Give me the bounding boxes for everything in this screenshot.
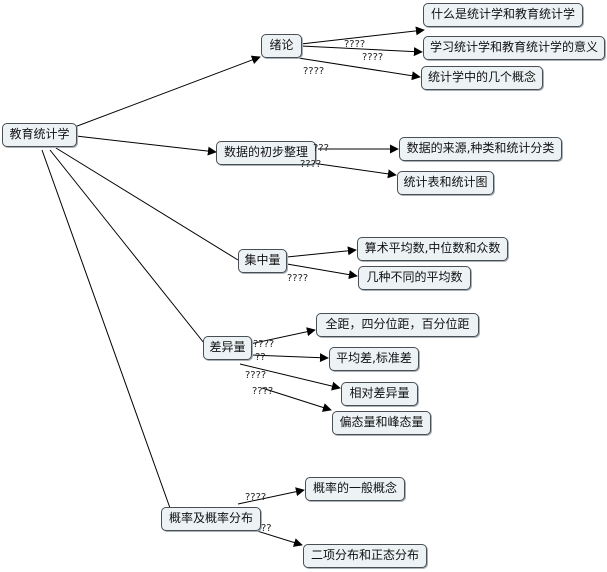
link-intro-3 [291, 56, 421, 81]
leaf-node-data-2[interactable]: 统计表和统计图 [397, 171, 494, 195]
leaf-node-intro-1[interactable]: 什么是统计学和教育统计学 [423, 3, 583, 27]
link-var-2 [251, 353, 329, 363]
link-var-3 [239, 363, 341, 391]
link-label: ??? [313, 143, 329, 154]
link-label: ???? [344, 39, 366, 50]
link-label: ?? [261, 523, 272, 534]
link-root-data [75, 135, 217, 156]
leaf-node-variation-2[interactable]: 平均差,标准差 [329, 347, 419, 371]
link-intro-2 [300, 45, 423, 57]
leaf-node-intro-3[interactable]: 统计学中的几个概念 [421, 66, 543, 90]
branch-node-central[interactable]: 集中量 [238, 249, 287, 273]
link-label: ???? [252, 386, 274, 397]
leaf-node-central-1[interactable]: 算术平均数,中位数和众数 [357, 237, 508, 261]
leaf-node-data-1[interactable]: 数据的来源,种类和统计分类 [399, 137, 562, 161]
link-label: ???? [300, 159, 322, 170]
link-label: ???? [287, 273, 309, 284]
leaf-node-variation-3[interactable]: 相对差异量 [341, 382, 418, 406]
leaf-node-variation-1[interactable]: 全距，四分位距，百分位距 [316, 313, 479, 337]
branch-node-intro[interactable]: 绪论 [261, 34, 302, 58]
link-root-intro [71, 55, 261, 129]
link-label: ???? [362, 52, 384, 63]
branch-node-data-org[interactable]: 数据的初步整理 [216, 141, 316, 165]
link-prob-1 [237, 487, 305, 505]
leaf-node-prob-1[interactable]: 概率的一般概念 [305, 477, 405, 501]
link-var-4 [261, 387, 332, 412]
link-var-1 [249, 327, 316, 345]
leaf-node-variation-4[interactable]: 偏态量和峰态量 [332, 411, 431, 435]
link-central-2 [286, 263, 358, 280]
leaf-node-prob-2[interactable]: 二项分布和正态分布 [303, 544, 427, 568]
link-label: ?? [255, 352, 266, 363]
leaf-node-central-2[interactable]: 几种不同的平均数 [358, 266, 471, 290]
root-node[interactable]: 教育统计学 [2, 123, 77, 147]
link-root-variation [49, 149, 205, 344]
link-intro-1 [300, 26, 425, 45]
link-label: ???? [303, 66, 325, 77]
branch-node-probability[interactable]: 概率及概率分布 [161, 507, 261, 531]
link-data-2 [311, 162, 397, 179]
leaf-node-intro-2[interactable]: 学习统计学和教育统计学的意义 [423, 36, 605, 60]
link-label: ???? [245, 370, 267, 381]
link-central-1 [286, 246, 357, 258]
branch-node-variation[interactable]: 差异量 [203, 336, 252, 360]
link-root-central [55, 147, 239, 261]
link-label: ???? [245, 492, 267, 503]
link-label: ???? [253, 339, 275, 350]
link-root-prob [41, 149, 171, 509]
